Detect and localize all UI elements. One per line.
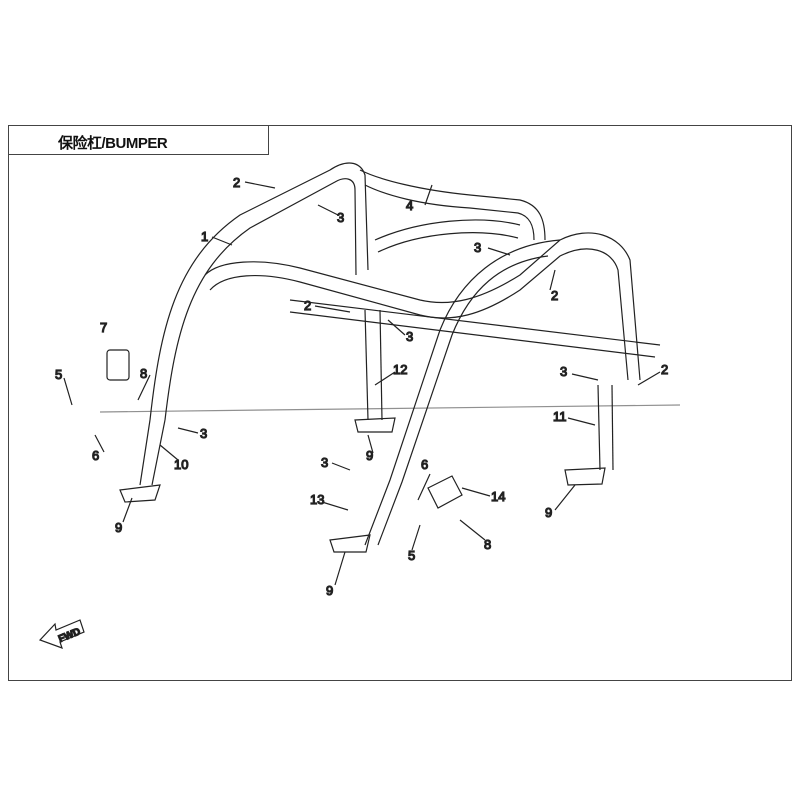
callout: 10 bbox=[174, 457, 188, 472]
callout: 8 bbox=[484, 537, 491, 552]
callout: 13 bbox=[310, 492, 324, 507]
roll-cage bbox=[63, 162, 681, 586]
callout: 3 bbox=[474, 240, 481, 255]
callout: 11 bbox=[553, 409, 567, 424]
callout: 6 bbox=[92, 448, 99, 463]
callout: 9 bbox=[115, 520, 122, 535]
callout: 7 bbox=[100, 320, 107, 335]
callout: 1 bbox=[201, 229, 208, 244]
callout: 3 bbox=[560, 364, 567, 379]
callout: 2 bbox=[304, 298, 311, 313]
callout: 2 bbox=[661, 362, 668, 377]
callout: 6 bbox=[421, 457, 428, 472]
page-title: 保险杠/BUMPER bbox=[58, 135, 168, 152]
fwd-label: FWD bbox=[57, 626, 82, 645]
callout: 12 bbox=[393, 362, 407, 377]
callout: 9 bbox=[326, 583, 333, 598]
callout: 3 bbox=[337, 210, 344, 225]
callout: 2 bbox=[233, 175, 240, 190]
callout: 9 bbox=[545, 505, 552, 520]
callout: 14 bbox=[491, 489, 505, 504]
title-box bbox=[8, 125, 269, 155]
callout: 3 bbox=[200, 426, 207, 441]
callout: 3 bbox=[406, 329, 413, 344]
callout: 8 bbox=[140, 366, 147, 381]
callout: 3 bbox=[321, 455, 328, 470]
callout: 4 bbox=[406, 198, 413, 213]
callout: 9 bbox=[366, 448, 373, 463]
callout: 5 bbox=[408, 548, 415, 563]
fwd-arrow: FWD bbox=[38, 619, 85, 649]
callout-labels: 2 3 4 1 3 2 2 3 7 8 12 5 3 2 11 3 6 10 9… bbox=[54, 174, 668, 598]
callout: 5 bbox=[55, 367, 62, 382]
callout: 2 bbox=[551, 288, 558, 303]
diagram-frame bbox=[8, 125, 792, 681]
